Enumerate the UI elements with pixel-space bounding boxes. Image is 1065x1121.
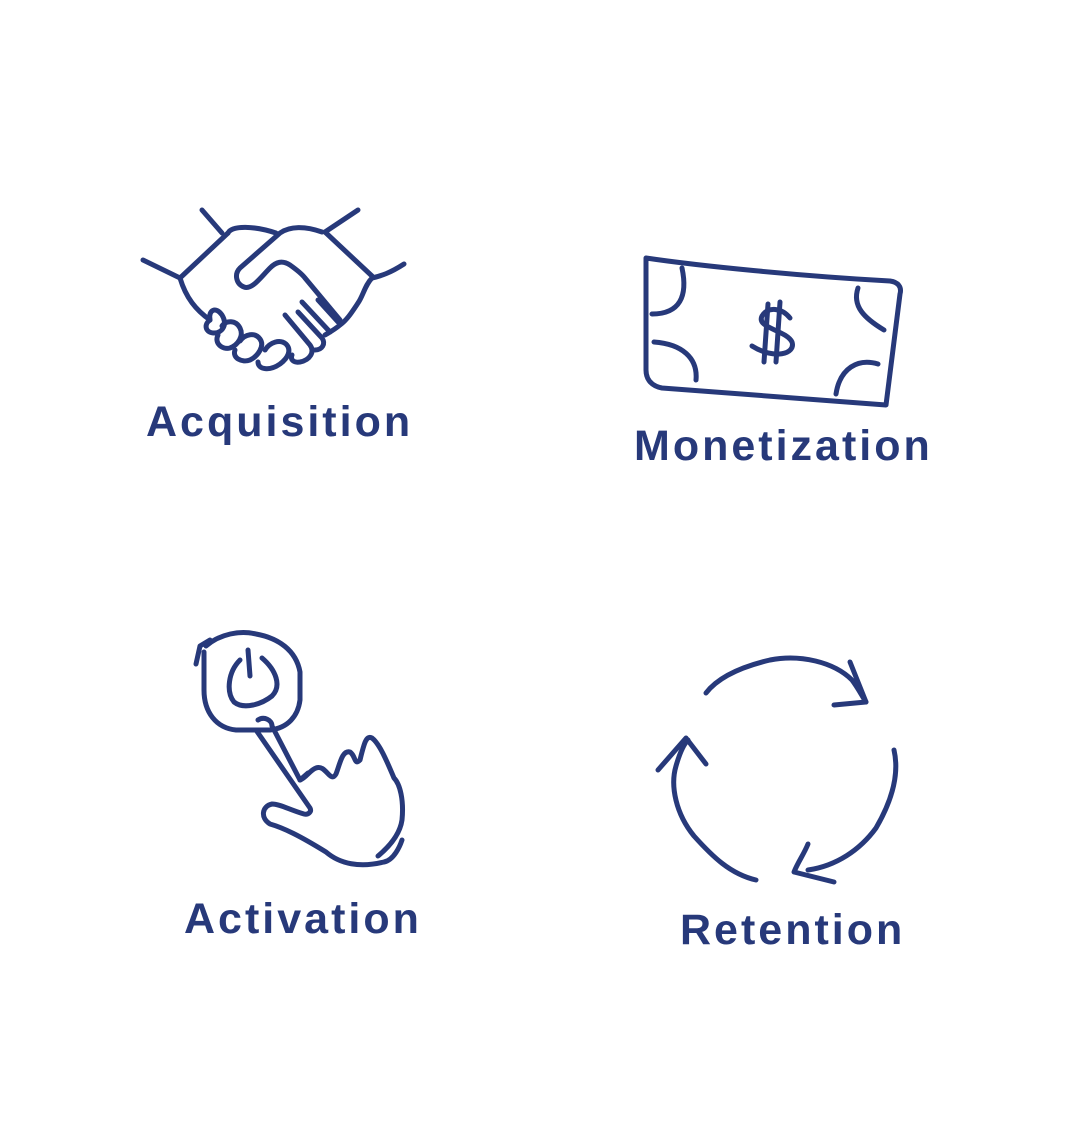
banknote-icon: [643, 255, 903, 408]
power-button-tap-icon: [193, 630, 405, 868]
activation-label: Activation: [184, 895, 422, 943]
acquisition-label: Acquisition: [146, 398, 414, 446]
retention-label: Retention: [680, 906, 906, 954]
cycle-arrows-icon: [655, 655, 899, 885]
monetization-label: Monetization: [634, 422, 933, 470]
handshake-icon: [140, 207, 407, 372]
